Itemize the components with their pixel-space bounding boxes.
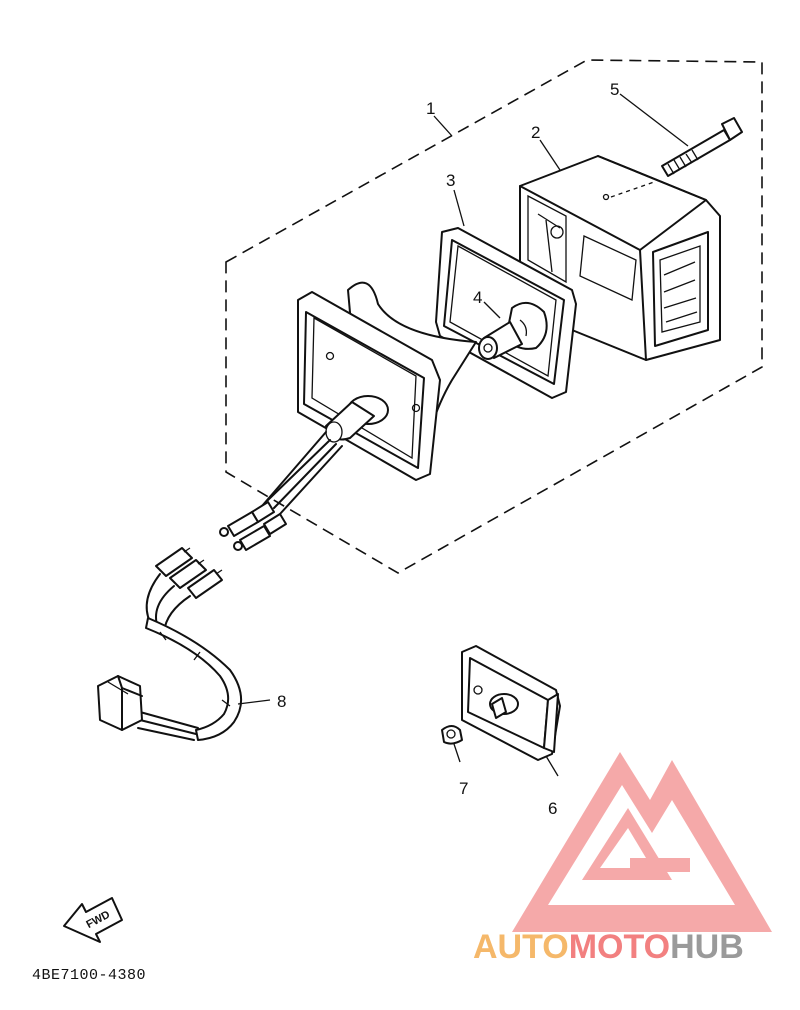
watermark-auto: AUTO xyxy=(473,928,569,966)
callout-7: 7 xyxy=(459,779,468,798)
watermark-hub: HUB xyxy=(670,928,744,966)
callout-1: 1 xyxy=(426,99,435,118)
callout-5: 5 xyxy=(610,80,619,99)
license-light-plate xyxy=(461,645,561,761)
watermark-logo-icon xyxy=(512,752,772,932)
leader-lines xyxy=(237,93,689,777)
watermark-text: AUTOMOTOHUB xyxy=(473,928,744,966)
callout-2: 2 xyxy=(531,123,540,142)
callout-4: 4 xyxy=(473,288,482,307)
part-code: 4BE7100-4380 xyxy=(32,967,146,984)
lamp-base-plate xyxy=(297,281,477,481)
wire-harness xyxy=(97,547,242,741)
socket-wires xyxy=(219,431,343,551)
bulb xyxy=(478,301,548,360)
callout-3: 3 xyxy=(446,171,455,190)
callout-8: 8 xyxy=(277,692,286,711)
callout-6: 6 xyxy=(548,799,557,818)
screw-long xyxy=(661,117,743,177)
watermark-moto: MOTO xyxy=(569,928,670,966)
screw-small xyxy=(441,725,463,745)
assembly-outline xyxy=(225,59,763,574)
gasket xyxy=(435,227,577,399)
forward-arrow-icon: FWD xyxy=(63,897,123,943)
